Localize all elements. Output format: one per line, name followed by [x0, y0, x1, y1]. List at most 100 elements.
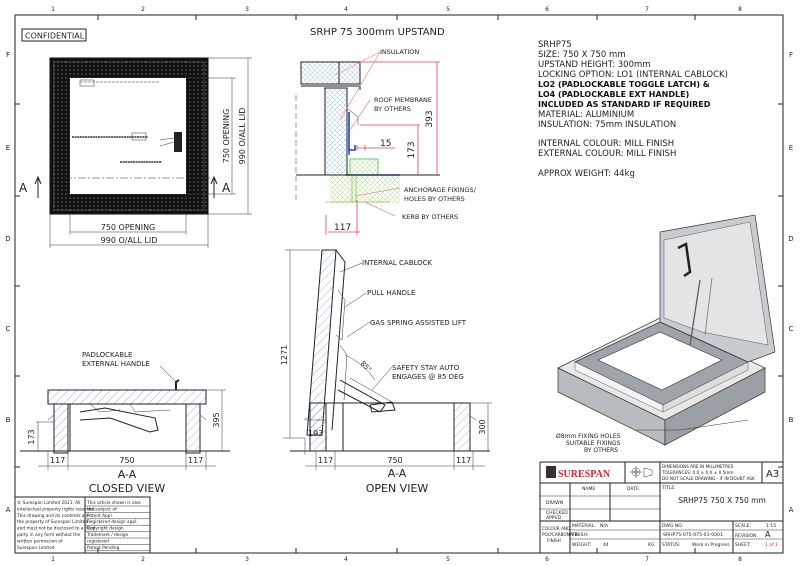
- tb-colour-3: FINISH: [547, 538, 561, 543]
- row-marker: B: [6, 416, 11, 424]
- column-marker: 8: [738, 6, 742, 13]
- tb-weight-label: WEIGHT:: [572, 542, 591, 548]
- ip-notice-line: This article shown is also: [86, 500, 141, 506]
- dim-750: 750: [387, 456, 402, 465]
- dim-closed-173: 173: [27, 429, 36, 444]
- dim-173: 173: [407, 141, 417, 158]
- section-mark-left: A: [19, 181, 28, 195]
- column-marker: 8: [738, 556, 742, 563]
- row-marker: E: [6, 144, 10, 152]
- column-marker: 4: [344, 6, 348, 13]
- tb-sheet-size: A3: [766, 469, 779, 480]
- spec-external-colour: EXTERNAL COLOUR: MILL FINISH: [538, 149, 676, 159]
- row-marker: D: [5, 235, 10, 243]
- dim-closed-117-left: 117: [50, 456, 65, 465]
- tb-status-value: Work in Progress: [692, 542, 730, 548]
- tb-sheet-value: 1 of 1: [765, 542, 778, 548]
- label-kerb: KERB BY OTHERS: [402, 213, 458, 221]
- tb-title: SRHP75 750 X 750 mm: [678, 496, 766, 505]
- ip-notice-line: Registered design appl.: [87, 519, 138, 525]
- tb-status-label: STATUS:: [662, 542, 680, 548]
- tb-material-value: N/A: [600, 523, 609, 529]
- tb-notes-3: DO NOT SCALE DRAWING - IF IN DOUBT ASK: [662, 476, 755, 481]
- label-suitable-fixings: SUITABLE FIXINGS: [566, 440, 621, 447]
- dim-overall-vertical: 990 O/ALL LID: [238, 108, 247, 165]
- dim-117-right: 117: [456, 456, 471, 465]
- dim-393: 393: [425, 110, 435, 127]
- tb-title-label: TITLE:: [661, 485, 676, 491]
- column-marker: 4: [344, 556, 348, 563]
- legal-notice-line: This drawing and its contents are: [16, 513, 89, 519]
- legal-notice-line: the property of Surespan Limited: [17, 519, 88, 525]
- legal-notice-line: intellectual property rights reserved.: [17, 506, 96, 512]
- tb-notes-2: TOLERANCES: 0.0 ± X.X ± 0.5mm: [661, 470, 733, 475]
- row-marker: C: [789, 325, 794, 333]
- tb-weight-value: 44: [603, 542, 609, 548]
- tb-appvd: APPVD: [546, 515, 562, 521]
- dim-overall-horizontal: 990 O/ALL LID: [101, 236, 158, 245]
- tb-material-label: MATERIAL:: [572, 523, 596, 529]
- label-roof-membrane: ROOF MEMBRANE: [374, 96, 432, 104]
- brand-logo-icon: [546, 466, 556, 478]
- row-marker: C: [6, 325, 11, 333]
- spec-insulation: INSULATION: 75mm INSULATION: [538, 120, 676, 130]
- tb-finish-label: FINISH:: [572, 532, 588, 538]
- label-safety-engages: ENGAGES @ 85 DEG: [392, 373, 464, 381]
- ip-notice-line: registered: [87, 538, 109, 544]
- tb-date-header: DATE:: [627, 486, 640, 492]
- upstand-title: SRHP 75 300mm UPSTAND: [310, 27, 445, 38]
- label-padlockable: PADLOCKABLE: [82, 351, 132, 359]
- upstand-detail: SRHP 75 300mm UPSTAND 393 173 15 117 INS…: [295, 27, 477, 235]
- closed-view: PADLOCKABLE EXTERNAL HANDLE 173 395 117 …: [20, 351, 230, 495]
- tb-checked: CHECKED: [546, 510, 568, 516]
- legal-notice-line: party in any form without the: [17, 532, 81, 538]
- dim-closed-117-right: 117: [188, 456, 203, 465]
- legal-notes: © Surespan Limited 2021. Allintellectual…: [15, 496, 151, 553]
- tb-dwg-value: SRHP75-075-075-01-0001: [663, 532, 723, 538]
- label-fixing-holes: Ø8mm FIXING HOLES: [556, 433, 621, 440]
- label-pull-handle: PULL HANDLE: [367, 289, 415, 297]
- label-internal-cablock: INTERNAL CABLOCK: [362, 259, 433, 267]
- dim-193: 193: [308, 429, 323, 438]
- tb-revision-value: A: [765, 530, 771, 539]
- label-external-handle: EXTERNAL HANDLE: [82, 360, 150, 368]
- ip-notice-line: the subject of:: [87, 506, 118, 512]
- dim-open-height: 1271: [280, 345, 289, 365]
- drawing-border: [14, 14, 784, 554]
- third-angle-projection-icon: [630, 466, 653, 478]
- plan-view: A A 750 OPENING 990 O/ALL LID 750 OPENIN…: [19, 57, 252, 248]
- spec-bold-line: LO2 (PADLOCKABLE TOGGLE LATCH) &: [538, 80, 710, 89]
- label-roof-membrane-by-others: BY OTHERS: [374, 105, 411, 113]
- label-anchorage-fixings: ANCHORAGE FIXINGS/: [404, 186, 477, 194]
- confidential-label: CONFIDENTIAL: [25, 32, 85, 41]
- dim-15: 15: [380, 139, 391, 149]
- open-view-section-label: A-A: [388, 467, 407, 480]
- legal-notice-line: © Surespan Limited 2021. All: [17, 499, 81, 506]
- spec-weight: APPROX WEIGHT: 44kg: [538, 169, 635, 179]
- tb-dwg-label: DWG NO.: [662, 523, 683, 529]
- label-insulation: INSULATION: [380, 48, 419, 56]
- label-safety-stay: SAFETY STAY AUTO: [392, 364, 460, 372]
- label-holes-by-others: HOLES BY OTHERS: [404, 195, 465, 203]
- column-marker: 1: [51, 556, 55, 563]
- closed-view-section-label: A-A: [118, 468, 137, 481]
- label-by-others: BY OTHERS: [584, 447, 618, 454]
- spec-bold-line: LO4 (PADLOCKABLE EXT HANDLE): [538, 90, 689, 99]
- specifications: SRHP75 SIZE: 750 X 750 mm UPSTAND HEIGHT…: [538, 40, 728, 179]
- open-angle: 85°: [359, 360, 373, 374]
- tb-colour-2: POLYCARBONATE: [542, 532, 578, 537]
- spec-line: UPSTAND HEIGHT: 300mm: [538, 60, 651, 70]
- column-marker: 7: [645, 556, 649, 563]
- tb-colour-1: COLOUR AND: [542, 526, 570, 531]
- closed-view-title: CLOSED VIEW: [89, 482, 166, 495]
- spec-line: SIZE: 750 X 750 mm: [538, 50, 626, 60]
- open-view: 85° 1271 193 300 117 750 117 A-A OPEN VI…: [280, 249, 492, 495]
- confidential-box: [21, 28, 87, 42]
- column-marker: 2: [141, 6, 145, 13]
- tb-revision-label: REVISION: [735, 533, 756, 539]
- legal-notice-line: and must not be disclosed to a third: [17, 526, 95, 532]
- dim-opening-horizontal: 750 OPENING: [101, 223, 156, 232]
